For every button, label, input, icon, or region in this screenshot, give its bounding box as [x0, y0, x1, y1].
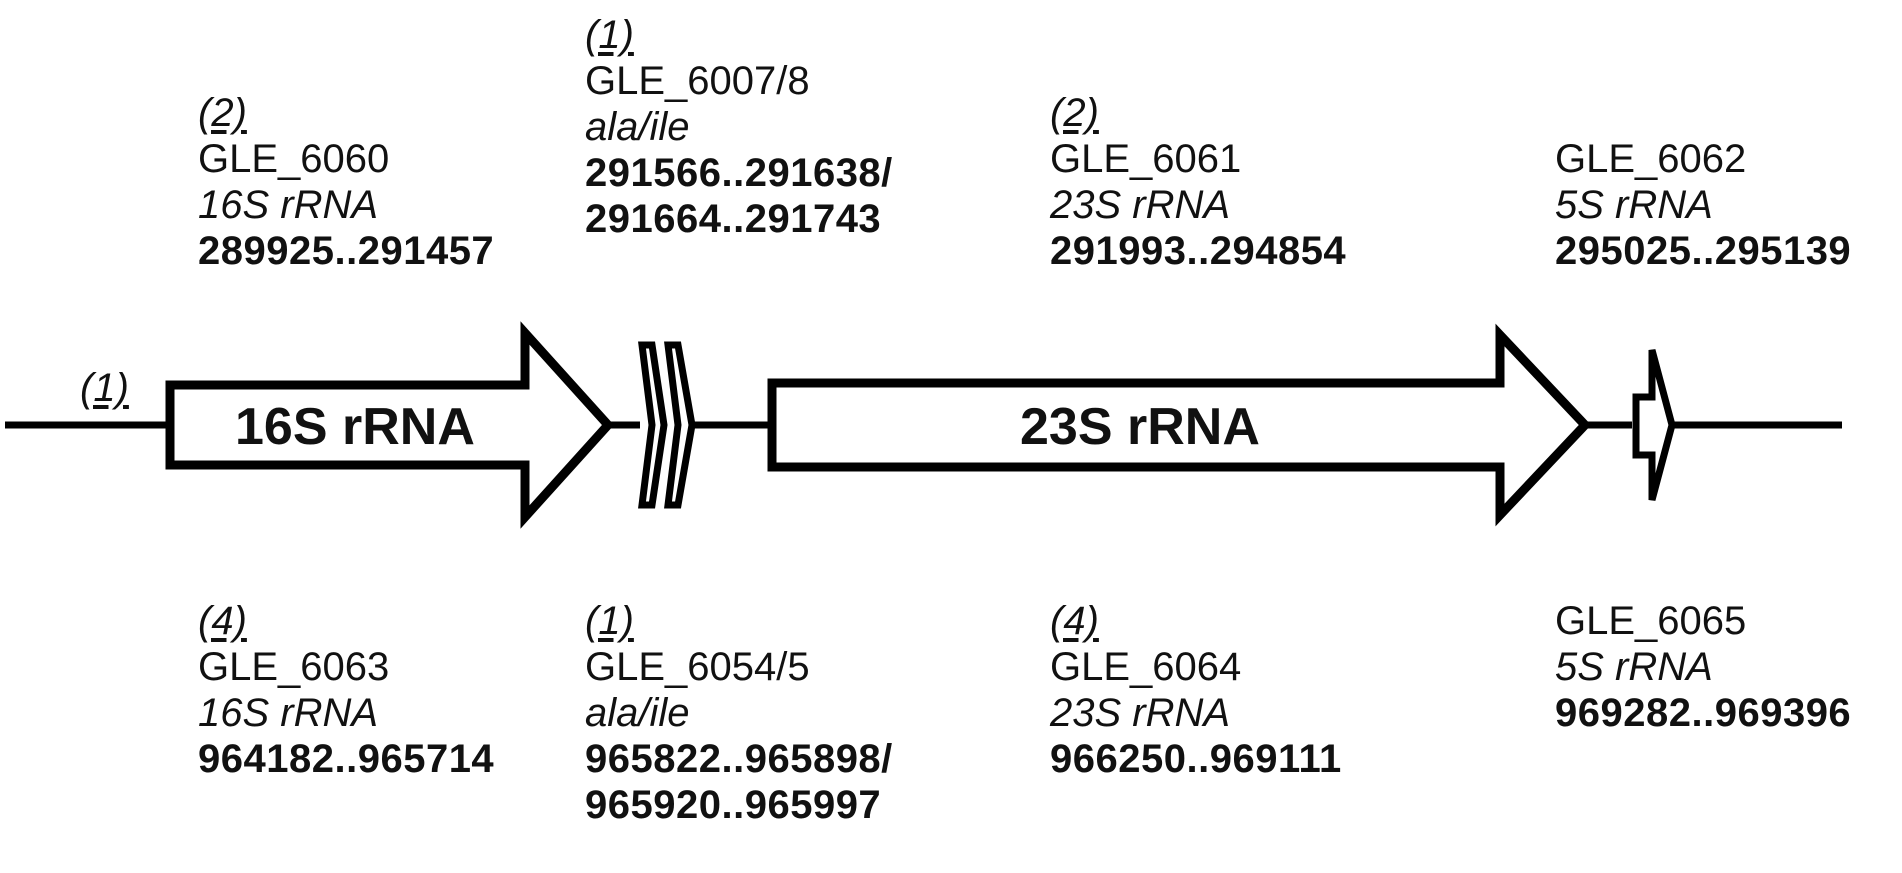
- gene-product: 16S rRNA: [198, 183, 379, 227]
- gene-coordinates-2: 291664..291743: [585, 197, 882, 241]
- locus-tag: GLE_6062: [1555, 137, 1747, 181]
- gene-coordinates: 966250..969111: [1050, 737, 1342, 781]
- gene-product: 23S rRNA: [1050, 183, 1231, 227]
- gene-coordinates: 289925..291457: [198, 229, 495, 273]
- bottom-block-5s: GLE_6065 5S rRNA 969282..969396: [1555, 598, 1851, 736]
- copy-count: (2): [1050, 91, 1099, 135]
- gene-coordinates: 295025..295139: [1555, 229, 1852, 273]
- copy-count: (2): [198, 91, 247, 135]
- locus-tag: GLE_6065: [1555, 599, 1747, 643]
- locus-tag: GLE_6064: [1050, 645, 1242, 689]
- gene-arrow-16s[interactable]: [165, 321, 615, 529]
- copy-count: (1): [585, 599, 634, 643]
- top-block-trna: (1) GLE_6007/8 ala/ile 291566..291638/ 2…: [585, 12, 893, 242]
- locus-tag: GLE_6063: [198, 645, 390, 689]
- gene-label-16s: 16S rRNA: [235, 398, 475, 456]
- gene-product: 16S rRNA: [198, 691, 379, 735]
- bottom-block-16s: (4) GLE_6063 16S rRNA 964182..965714: [198, 598, 494, 782]
- gene-product: ala/ile: [585, 105, 690, 149]
- trna-ile-arrow[interactable]: [664, 341, 696, 509]
- bottom-block-23s: (4) GLE_6064 23S rRNA 966250..969111: [1050, 598, 1342, 782]
- bottom-block-trna: (1) GLE_6054/5 ala/ile 965822..965898/ 9…: [585, 598, 893, 828]
- trna-ala-arrow[interactable]: [638, 341, 668, 509]
- locus-tag: GLE_6054/5: [585, 645, 810, 689]
- locus-tag: GLE_6060: [198, 137, 390, 181]
- gene-label-23s: 23S rRNA: [1020, 398, 1260, 456]
- gene-coordinates: 291566..291638/: [585, 151, 893, 195]
- locus-tag: GLE_6061: [1050, 137, 1242, 181]
- gene-coordinates: 965822..965898/: [585, 737, 893, 781]
- gene-coordinates: 964182..965714: [198, 737, 495, 781]
- gene-arrow-5s[interactable]: [1632, 349, 1676, 501]
- gene-product: 5S rRNA: [1555, 183, 1713, 227]
- gene-arrow-23s[interactable]: [767, 323, 1592, 527]
- gene-coordinates: 291993..294854: [1050, 229, 1347, 273]
- gene-product: 23S rRNA: [1050, 691, 1231, 735]
- gene-coordinates-2: 965920..965997: [585, 783, 882, 827]
- gene-product: ala/ile: [585, 691, 690, 735]
- locus-tag: GLE_6007/8: [585, 59, 810, 103]
- gene-product: 5S rRNA: [1555, 645, 1713, 689]
- upstream-count: (1): [80, 366, 129, 410]
- top-block-5s: GLE_6062 5S rRNA 295025..295139: [1555, 136, 1851, 274]
- copy-count: (4): [198, 599, 247, 643]
- top-block-16s: (2) GLE_6060 16S rRNA 289925..291457: [198, 90, 494, 274]
- top-block-23s: (2) GLE_6061 23S rRNA 291993..294854: [1050, 90, 1346, 274]
- gene-coordinates: 969282..969396: [1555, 691, 1852, 735]
- copy-count: (1): [585, 13, 634, 57]
- copy-count: (4): [1050, 599, 1099, 643]
